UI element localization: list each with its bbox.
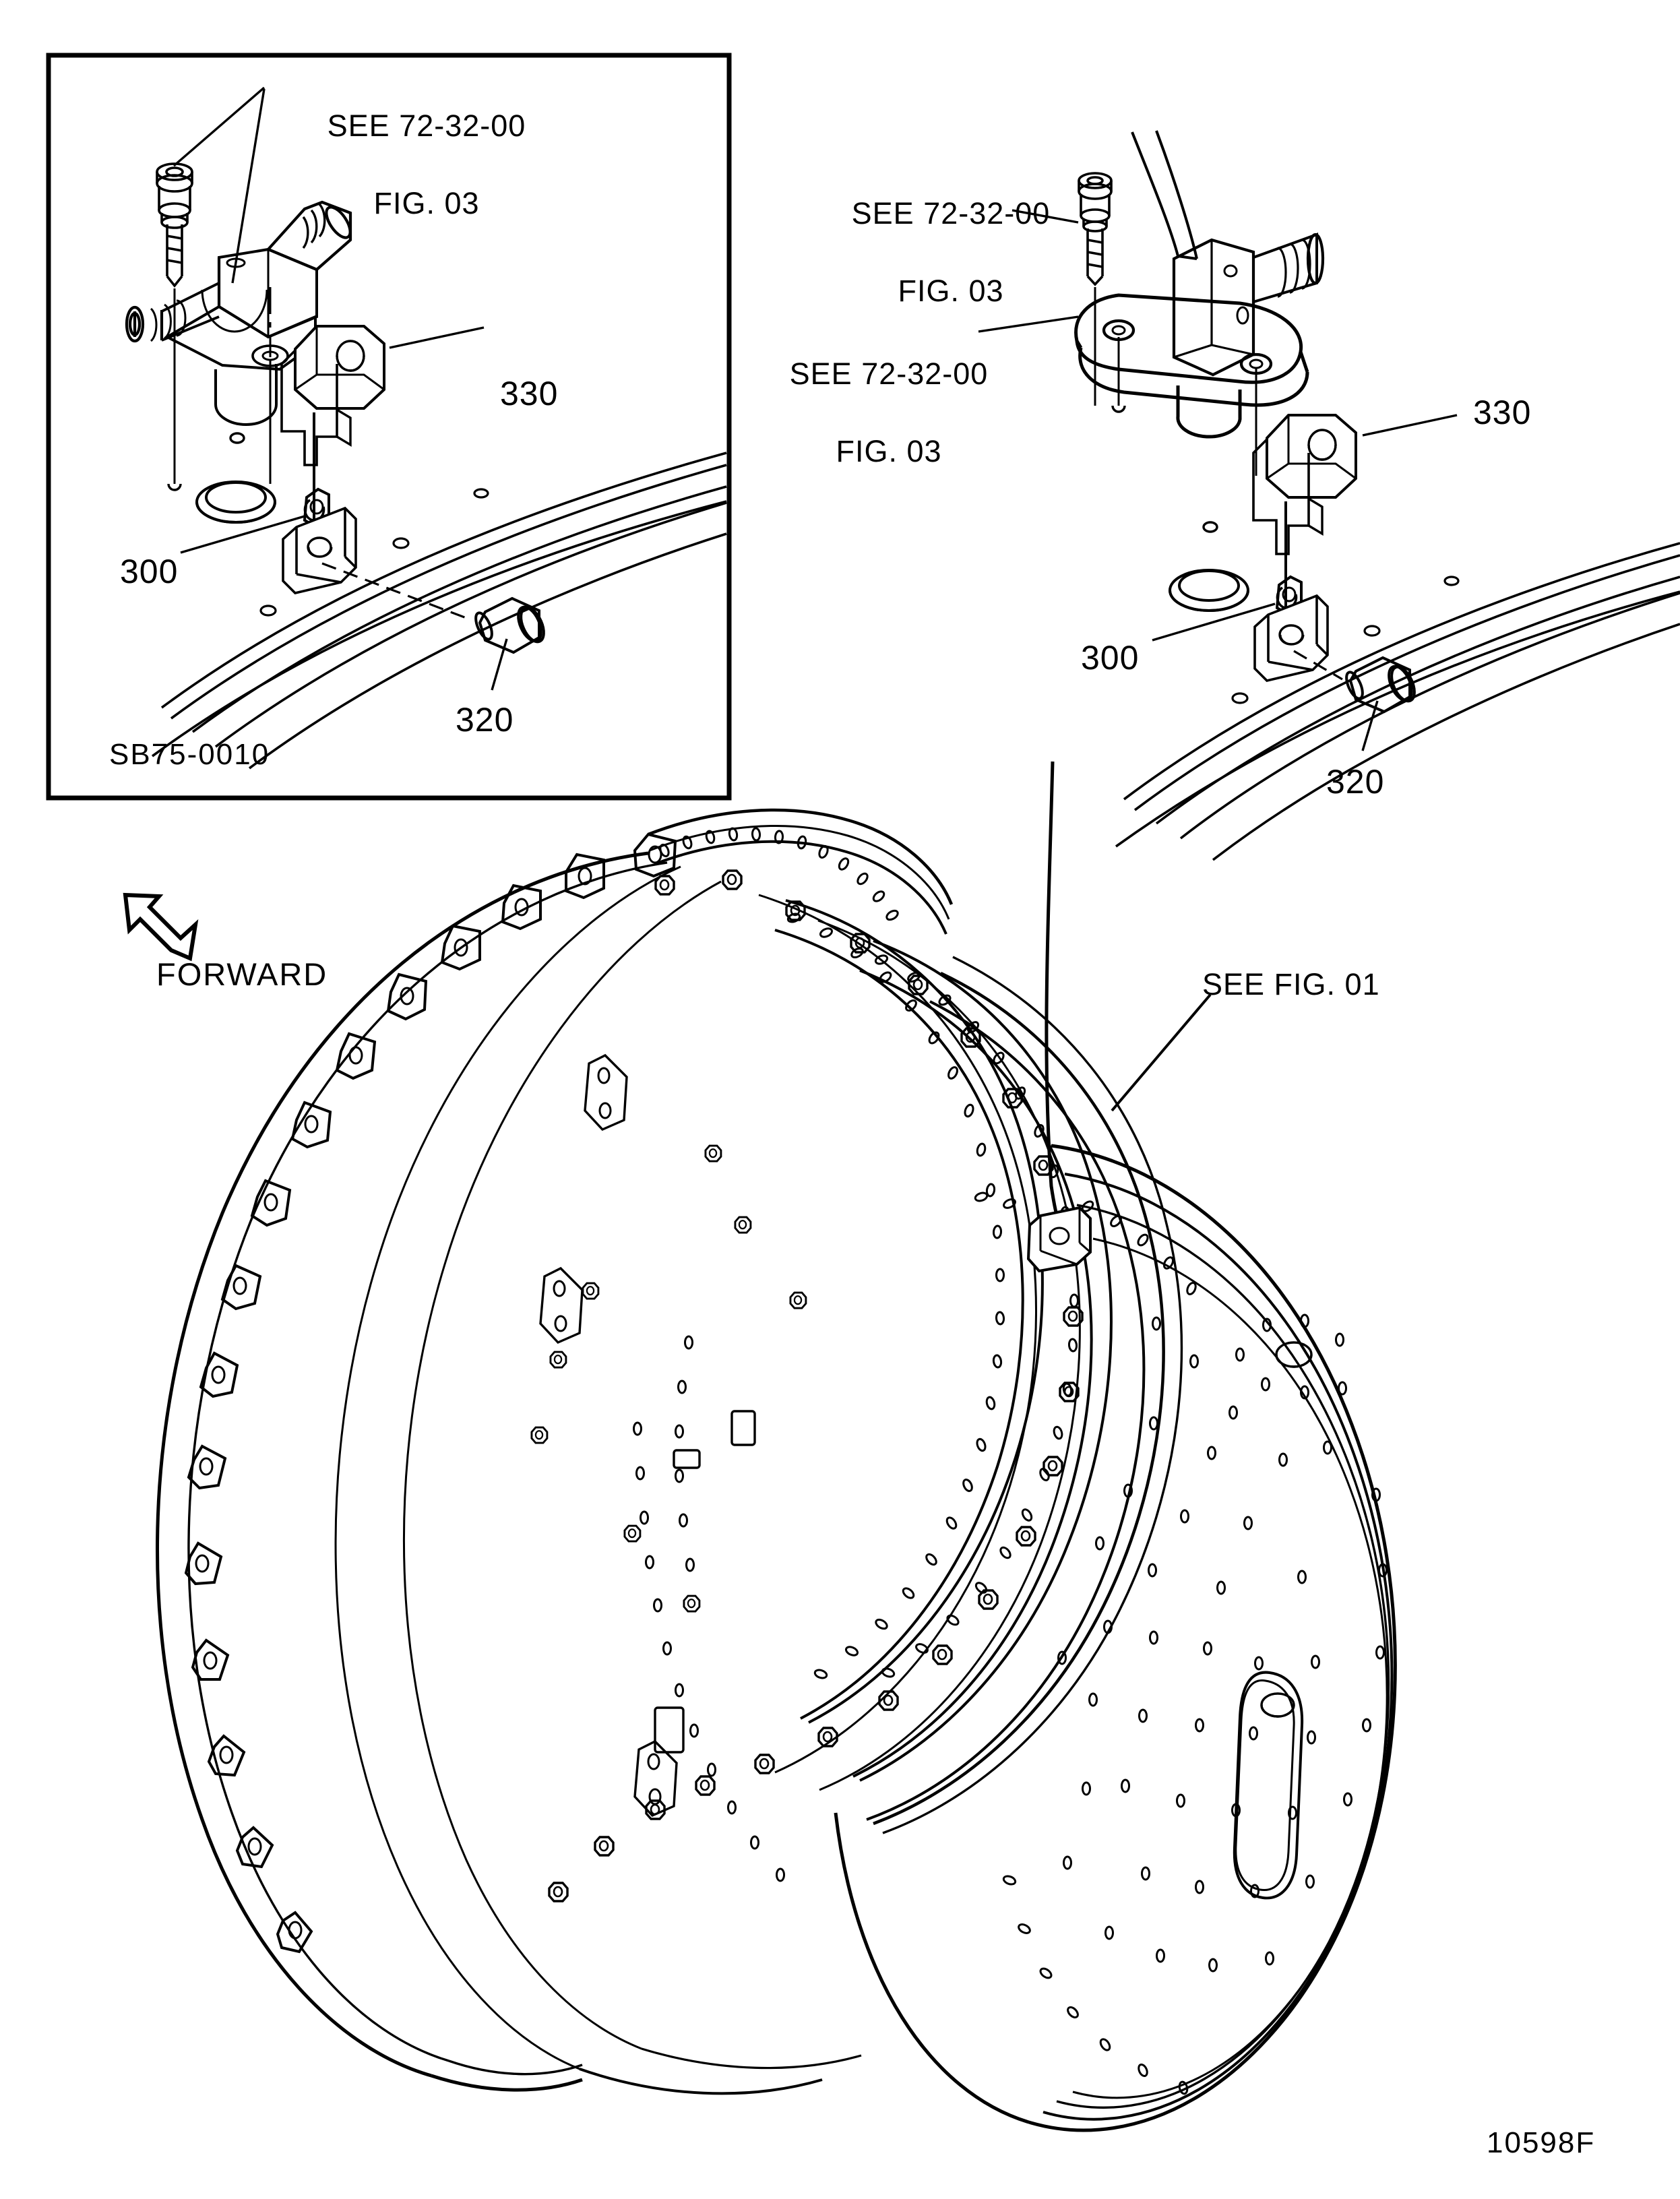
right-item-label-300: 300 xyxy=(1081,639,1140,677)
right-callout-reference-1: SEE 72-32-00 FIG. 03 xyxy=(851,195,1051,308)
see-fig-01-label: SEE FIG. 01 xyxy=(1202,967,1380,1001)
right-flange-bracket xyxy=(1253,594,1329,682)
inset-sb-reference: SB75-0010 xyxy=(109,738,270,771)
inset-casing-bands xyxy=(151,452,727,770)
right-320-leader xyxy=(1361,700,1379,751)
engine-fan-case-drawing xyxy=(155,808,1397,2132)
right-grommet xyxy=(1169,569,1249,612)
seam-rivets xyxy=(633,1335,785,1882)
right-300-leader xyxy=(1152,602,1276,642)
right-item-320-pin xyxy=(1345,656,1416,714)
figure-number: 10598F xyxy=(1487,2126,1596,2159)
inset-grommet xyxy=(195,481,276,524)
aft-ring xyxy=(834,1144,1397,2132)
detail-location-leader xyxy=(1045,761,1063,1231)
right-callout-reference-2: SEE 72-32-00 FIG. 03 xyxy=(789,356,989,468)
inspection-panels xyxy=(654,1410,756,1754)
inset-item-330-clamp xyxy=(280,325,385,466)
forward-rivet-band xyxy=(648,808,954,935)
inset-item-320-pin xyxy=(474,596,545,654)
aft-face-oval-slot xyxy=(1233,1671,1304,1900)
right-330-leader xyxy=(1362,414,1458,437)
right-callout1-leader xyxy=(1012,209,1079,224)
forward-label: FORWARD xyxy=(156,956,328,992)
inset-callout-reference: SEE 72-32-00 FIG. 03 xyxy=(327,108,526,220)
barrel-bolt-heads xyxy=(530,1144,807,1613)
inset-item-300-clip xyxy=(303,487,330,529)
right-item-label-320: 320 xyxy=(1326,763,1385,801)
inset-320-leader xyxy=(491,638,508,691)
installation-location-bracket xyxy=(1026,1206,1092,1273)
right-valve-bracket xyxy=(1074,233,1325,439)
right-band-holes xyxy=(1231,576,1460,704)
inset-300-leader xyxy=(180,515,305,554)
right-320-install-line xyxy=(1293,650,1343,681)
inset-320-install-line xyxy=(321,562,472,621)
mid-rivet-band-2 xyxy=(852,939,1113,1782)
inset-box-group xyxy=(46,53,732,801)
right-detail-group xyxy=(978,130,1680,861)
inset-item-label-330: 330 xyxy=(500,375,559,412)
right-callout2-leader xyxy=(978,315,1079,333)
right-hose xyxy=(1131,130,1198,260)
inset-band-holes xyxy=(259,488,489,617)
forward-flange-tabs xyxy=(184,832,677,1954)
inset-330-leader xyxy=(389,326,485,349)
inset-item-label-300: 300 xyxy=(120,553,179,590)
right-item-330-clamp xyxy=(1252,414,1357,555)
right-casing-bands xyxy=(1115,542,1680,861)
aft-rim-rivets xyxy=(1001,1873,1190,2096)
inset-flange-bracket xyxy=(282,506,357,594)
inset-bolt-part xyxy=(156,162,193,288)
bolted-flange-ring xyxy=(866,956,1183,1834)
inset-callout-leaders xyxy=(173,86,266,284)
forward-arrow-icon xyxy=(123,892,199,962)
right-item-label-330: 330 xyxy=(1473,394,1532,431)
right-bolt-part xyxy=(1078,172,1113,286)
inset-item-label-320: 320 xyxy=(456,701,514,739)
see-fig-01-leader xyxy=(1111,993,1212,1112)
stiffener-strips xyxy=(539,1053,678,1818)
